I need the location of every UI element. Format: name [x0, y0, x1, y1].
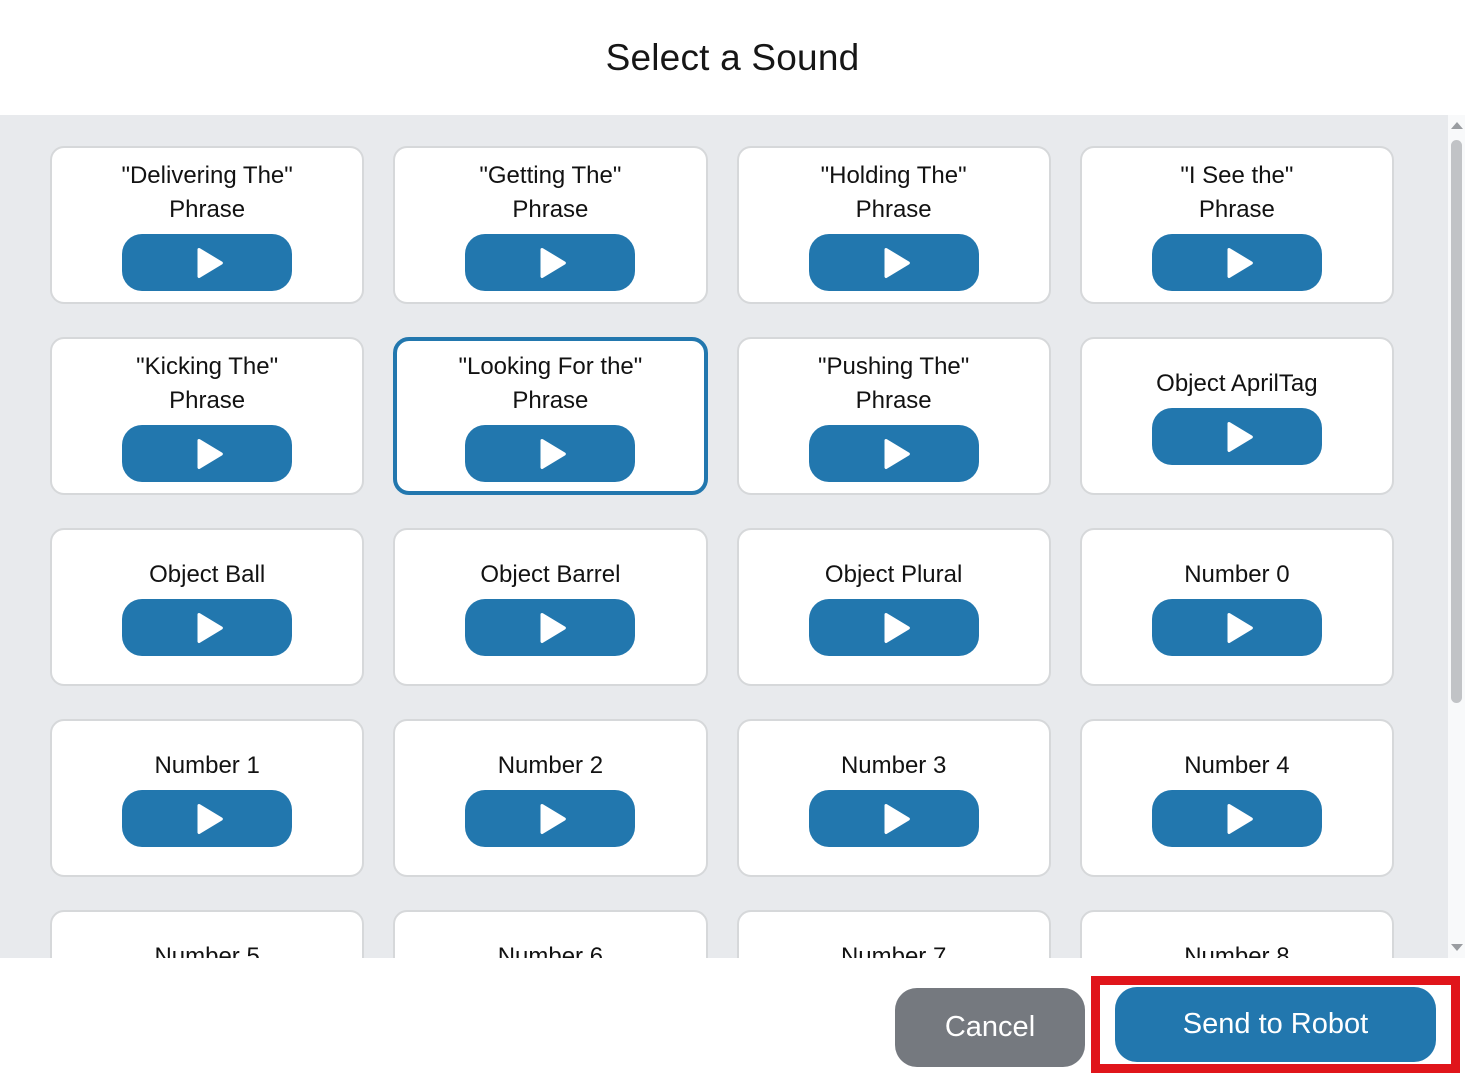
- play-icon: [875, 243, 913, 283]
- play-button[interactable]: [808, 599, 979, 656]
- sound-label: Number 3: [840, 752, 947, 779]
- play-icon: [188, 608, 226, 648]
- sound-label: Number 1: [154, 752, 260, 779]
- sound-card-getting-the[interactable]: "Getting The" Phrase: [393, 146, 708, 304]
- sound-label: Object Plural: [824, 561, 963, 588]
- sound-card-number-8[interactable]: Number 8: [1079, 910, 1394, 958]
- play-icon: [1218, 243, 1256, 283]
- scrollbar-thumb[interactable]: [1451, 140, 1462, 703]
- play-icon: [531, 608, 569, 648]
- sound-card-i-see-the[interactable]: "I See the" Phrase: [1079, 146, 1394, 304]
- sound-card-number-1[interactable]: Number 1: [50, 719, 365, 877]
- play-icon: [531, 243, 569, 283]
- scroll-down-icon: [1450, 944, 1463, 951]
- scroll-up-icon: [1450, 122, 1463, 129]
- play-icon: [875, 608, 913, 648]
- play-button[interactable]: [1151, 408, 1322, 465]
- dialog-footer: Cancel Send to Robot: [0, 958, 1465, 1091]
- cancel-button[interactable]: Cancel: [895, 988, 1085, 1067]
- play-button[interactable]: [465, 425, 636, 482]
- play-button[interactable]: [465, 599, 636, 656]
- sound-card-number-5[interactable]: Number 5: [50, 910, 365, 958]
- sound-card-number-0[interactable]: Number 0: [1079, 528, 1394, 686]
- sound-label: "Delivering The" Phrase: [121, 162, 293, 223]
- sound-list-scroll-area[interactable]: "Delivering The" Phrase "Getting The" Ph…: [0, 115, 1448, 958]
- sound-card-kicking-the[interactable]: "Kicking The" Phrase: [50, 337, 365, 495]
- play-icon: [188, 243, 226, 283]
- sound-grid: "Delivering The" Phrase "Getting The" Ph…: [0, 115, 1448, 958]
- play-button[interactable]: [808, 790, 979, 847]
- play-button[interactable]: [1151, 599, 1322, 656]
- sound-card-delivering-the[interactable]: "Delivering The" Phrase: [50, 146, 365, 304]
- sound-card-number-3[interactable]: Number 3: [736, 719, 1051, 877]
- sound-label: "Looking For the" Phrase: [458, 353, 643, 414]
- play-button[interactable]: [465, 234, 636, 291]
- sound-card-object-ball[interactable]: Object Ball: [50, 528, 365, 686]
- play-button[interactable]: [808, 234, 979, 291]
- play-icon: [531, 799, 569, 839]
- scroll-up-button[interactable]: [1448, 117, 1465, 134]
- play-icon: [531, 434, 569, 474]
- play-icon: [188, 434, 226, 474]
- sound-label: "Holding The" Phrase: [820, 162, 967, 223]
- sound-card-number-2[interactable]: Number 2: [393, 719, 708, 877]
- send-to-robot-button[interactable]: Send to Robot: [1115, 987, 1436, 1062]
- sound-label: Object Barrel: [480, 561, 621, 588]
- sound-label: Number 2: [497, 752, 604, 779]
- sound-card-number-6[interactable]: Number 6: [393, 910, 708, 958]
- play-button[interactable]: [122, 425, 293, 482]
- sound-label: "Getting The" Phrase: [479, 162, 622, 223]
- play-button[interactable]: [1151, 790, 1322, 847]
- sound-label: "I See the" Phrase: [1180, 162, 1294, 223]
- play-button[interactable]: [808, 425, 979, 482]
- sound-label: Number 7: [840, 943, 947, 958]
- sound-label: Number 5: [154, 943, 260, 958]
- sound-card-object-plural[interactable]: Object Plural: [736, 528, 1051, 686]
- sound-label: Number 6: [497, 943, 604, 958]
- play-icon: [1218, 608, 1256, 648]
- dialog-header: Select a Sound: [0, 0, 1465, 115]
- play-icon: [1218, 417, 1256, 457]
- play-button[interactable]: [1151, 234, 1322, 291]
- sound-label: Object Ball: [149, 561, 266, 588]
- sound-card-pushing-the[interactable]: "Pushing The" Phrase: [736, 337, 1051, 495]
- sound-card-object-barrel[interactable]: Object Barrel: [393, 528, 708, 686]
- sound-card-number-4[interactable]: Number 4: [1079, 719, 1394, 877]
- play-button[interactable]: [465, 790, 636, 847]
- play-icon: [875, 799, 913, 839]
- play-icon: [188, 799, 226, 839]
- sound-label: Number 0: [1184, 561, 1290, 588]
- sound-label: Number 8: [1184, 943, 1290, 958]
- red-annotation-highlight: Send to Robot: [1091, 976, 1460, 1073]
- scroll-down-button[interactable]: [1448, 939, 1465, 956]
- sound-card-looking-for-the-selected[interactable]: "Looking For the" Phrase: [393, 337, 708, 495]
- sound-label: "Pushing The" Phrase: [817, 353, 970, 414]
- sound-label: Number 4: [1184, 752, 1290, 779]
- sound-card-object-apriltag[interactable]: Object AprilTag: [1079, 337, 1394, 495]
- play-icon: [1218, 799, 1256, 839]
- play-button[interactable]: [122, 599, 293, 656]
- play-button[interactable]: [122, 790, 293, 847]
- sound-label: "Kicking The" Phrase: [136, 353, 279, 414]
- sound-card-holding-the[interactable]: "Holding The" Phrase: [736, 146, 1051, 304]
- sound-label: Object AprilTag: [1156, 370, 1318, 397]
- vertical-scrollbar[interactable]: [1448, 115, 1465, 958]
- play-button[interactable]: [122, 234, 293, 291]
- play-icon: [875, 434, 913, 474]
- sound-card-number-7[interactable]: Number 7: [736, 910, 1051, 958]
- dialog-title: Select a Sound: [605, 36, 860, 78]
